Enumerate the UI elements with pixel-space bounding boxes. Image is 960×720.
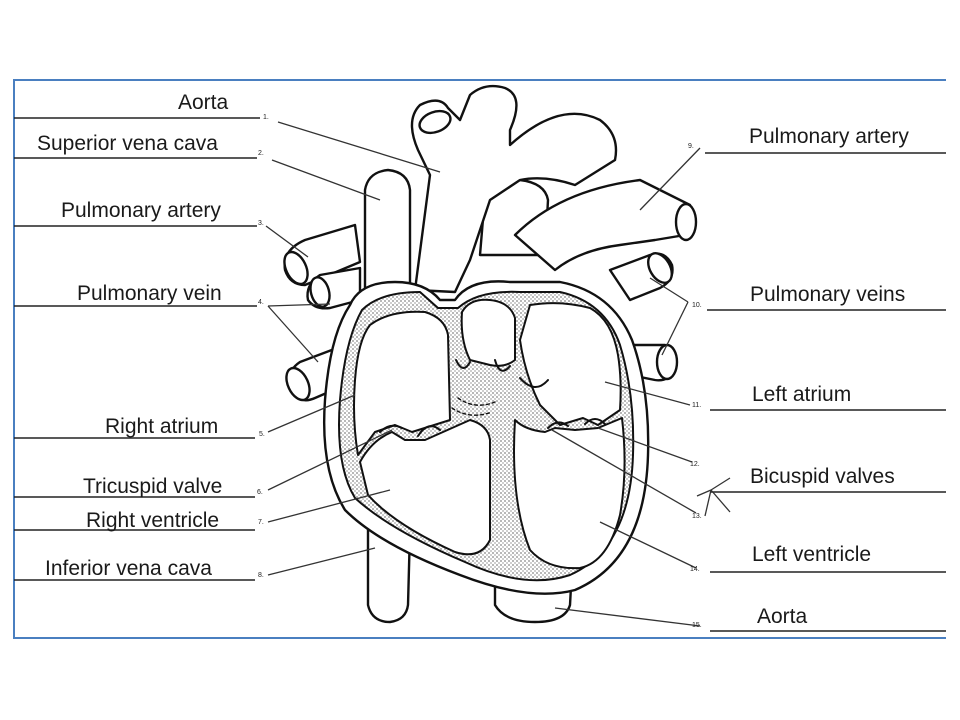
left-atrium-chamber — [519, 302, 622, 426]
number-12: 12. — [690, 461, 700, 468]
pulmonary-vein-opening-1 — [647, 252, 673, 284]
bicuspid-leaflets — [519, 377, 606, 429]
number-8: 8. — [258, 572, 264, 579]
number-13: 13. — [692, 513, 702, 520]
number-7: 7. — [258, 519, 264, 526]
aorta-branch-opening — [418, 109, 452, 135]
number-3: 3. — [258, 220, 264, 227]
label-bicuspid-valves: Bicuspid valves — [750, 465, 895, 488]
label-pulmonary-artery-left: Pulmonary artery — [61, 199, 221, 222]
label-tricuspid-valve: Tricuspid valve — [83, 475, 223, 498]
label-right-ventricle: Right ventricle — [86, 509, 220, 532]
superior-vena-cava-vessel — [363, 168, 412, 302]
number-9: 9. — [688, 143, 694, 150]
right-pulmonary-vein-opening-2 — [285, 366, 311, 402]
label-inferior-vena-cava: Inferior vena cava — [45, 557, 212, 580]
number-15: 15. — [692, 622, 702, 629]
pulmonary-vein-opening-2 — [655, 343, 679, 381]
label-pulmonary-veins: Pulmonary veins — [750, 283, 906, 306]
right-ventricle-chamber — [359, 419, 491, 556]
number-2: 2. — [258, 150, 264, 157]
right-pulmonary-vein-opening-1 — [309, 276, 331, 308]
label-pulmonary-artery-right: Pulmonary artery — [749, 125, 909, 148]
number-4: 4. — [258, 299, 264, 306]
label-aorta-bottom: Aorta — [757, 605, 808, 628]
number-14: 14. — [690, 566, 700, 573]
number-10: 10. — [692, 302, 702, 309]
pulmonary-artery-opening-right — [674, 202, 698, 242]
heart-illustration — [283, 84, 698, 624]
label-superior-vena-cava: Superior vena cava — [37, 132, 218, 155]
right-pulmonary-artery-opening — [283, 250, 309, 286]
septum-chamber — [460, 298, 516, 367]
label-pulmonary-vein: Pulmonary vein — [77, 282, 222, 305]
aortic-arch — [410, 84, 618, 294]
septal-dashed-line — [451, 397, 496, 416]
number-5: 5. — [259, 431, 265, 438]
tricuspid-leaflets — [379, 359, 511, 437]
label-left-ventricle: Left ventricle — [752, 543, 872, 566]
answer-lines — [14, 117, 946, 632]
label-left-atrium: Left atrium — [752, 383, 852, 406]
label-right-atrium: Right atrium — [105, 415, 219, 438]
label-aorta-top: Aorta — [178, 91, 229, 114]
number-11: 11. — [692, 402, 702, 409]
leader-lines — [265, 121, 731, 627]
number-6: 6. — [257, 489, 263, 496]
number-1: 1. — [263, 114, 269, 121]
